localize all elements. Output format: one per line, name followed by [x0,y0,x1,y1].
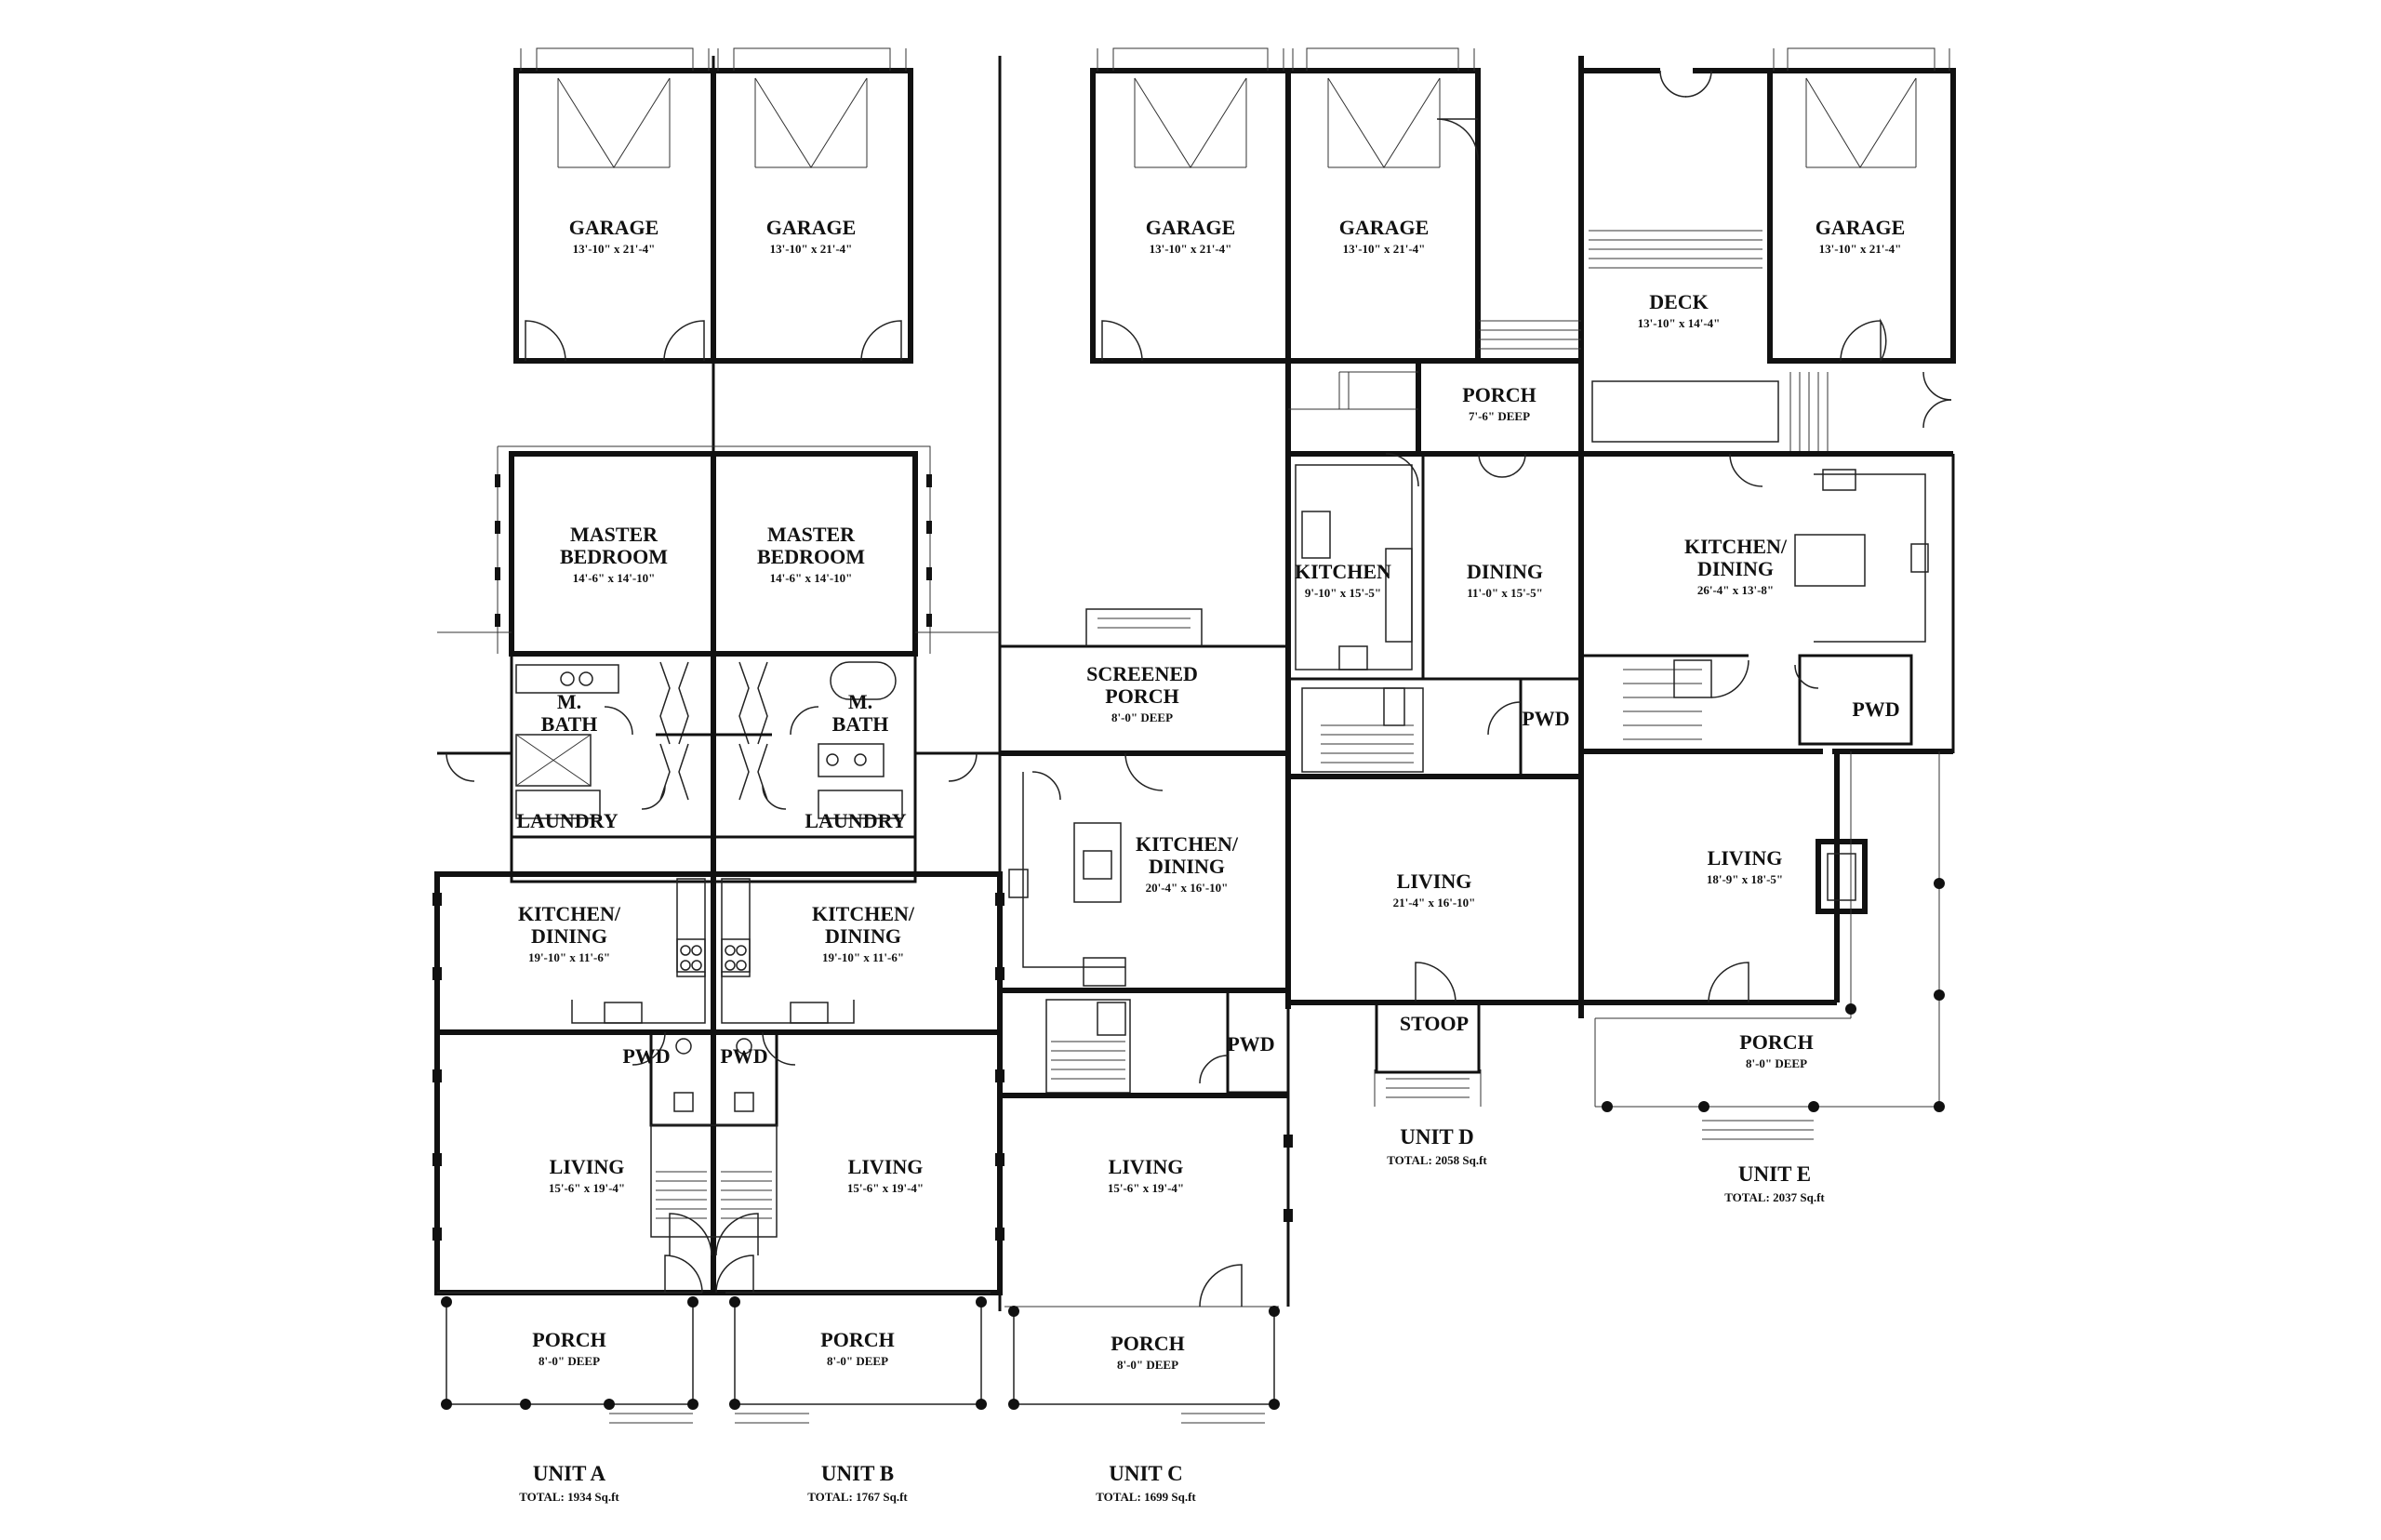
room-dimension: 11'-0" x 15'-5" [1467,586,1543,600]
room-dimension: 18'-9" x 18'-5" [1707,872,1783,886]
room-dimension: 19'-10" x 11'-6" [528,950,610,964]
room-dimension: 8'-0" DEEP [539,1354,600,1368]
room-label: DINING [531,924,607,948]
deck [1581,68,1952,456]
room-label: BEDROOM [757,545,865,568]
room-labels: GARAGE 13'-10" x 21'-4" GARAGE 13'-10" x 21… [516,216,1905,1372]
room-dimension: 8'-0" DEEP [1746,1056,1807,1070]
room-label: PWD [1227,1032,1274,1055]
room-label: GARAGE [1146,216,1236,239]
room-label: DINING [1467,560,1543,583]
unit-c-body [998,608,1293,1308]
room-label: LIVING [1397,870,1472,893]
garage-a [513,47,716,364]
porch-d-rear [1288,320,1584,457]
room-dimension: 7'-6" DEEP [1469,409,1530,423]
room-dimension: 13'-10" x 14'-4" [1638,316,1721,330]
unit-name: UNIT B [821,1462,894,1485]
room-label: BATH [832,712,889,736]
room-dimension: 8'-0" DEEP [1111,710,1173,724]
unit-name: UNIT D [1400,1125,1473,1148]
room-dimension: 14'-6" x 14'-10" [573,571,656,585]
room-label: PORCH [532,1328,605,1351]
unit-total: TOTAL: 1934 Sq.ft [519,1490,619,1504]
room-label: PORCH [1462,383,1536,406]
garage-b [711,47,913,364]
kitchens-ab [432,871,1004,1035]
porches-abc [437,1292,1280,1424]
room-label: LIVING [1109,1155,1184,1178]
room-label: DECK [1649,290,1709,313]
unit-total: TOTAL: 1699 Sq.ft [1096,1490,1196,1504]
room-dimension: 21'-4" x 16'-10" [1393,896,1476,909]
room-dimension: 20'-4" x 16'-10" [1146,881,1229,895]
room-label: PORCH [1739,1030,1813,1054]
room-label: MASTER [767,523,856,546]
unit-name: UNIT E [1738,1162,1811,1186]
room-label: LIVING [848,1155,924,1178]
unit-total: TOTAL: 1767 Sq.ft [807,1490,908,1504]
room-label: M. [848,690,872,713]
room-label: GARAGE [1816,216,1906,239]
unit-e-body [1581,451,1955,1140]
room-label: KITCHEN/ [1684,535,1788,558]
room-label: PWD [1522,707,1569,730]
room-dimension: 9'-10" x 15'-5" [1305,586,1381,600]
room-label: GARAGE [1339,216,1430,239]
room-label: GARAGE [766,216,857,239]
room-label: LAUNDRY [516,809,618,832]
garage-d [1285,47,1481,364]
room-label: DINING [1697,557,1774,580]
unit-total: TOTAL: 2037 Sq.ft [1724,1190,1825,1204]
room-label: SCREENED [1086,662,1198,685]
unit-d-body [1288,451,1583,1107]
unit-labels: UNIT A TOTAL: 1934 Sq.ft UNIT B TOTAL: 1767… [519,1125,1825,1504]
room-label: PWD [622,1044,670,1068]
room-dimension: 13'-10" x 21'-4" [1343,242,1426,256]
room-label: PORCH [1105,684,1178,708]
room-label: DINING [1149,855,1225,878]
room-dimension: 13'-10" x 21'-4" [1150,242,1232,256]
room-label: LIVING [550,1155,625,1178]
room-dimension: 19'-10" x 11'-6" [822,950,904,964]
room-label: PWD [720,1044,767,1068]
room-label: LAUNDRY [805,809,906,832]
room-dimension: 13'-10" x 21'-4" [770,242,853,256]
room-label: BEDROOM [560,545,668,568]
room-label: KITCHEN/ [518,902,621,925]
room-label: BATH [541,712,598,736]
room-dimension: 8'-0" DEEP [1117,1358,1178,1372]
unit-total: TOTAL: 2058 Sq.ft [1387,1153,1487,1167]
room-dimension: 13'-10" x 21'-4" [573,242,656,256]
room-label: KITCHEN/ [1136,832,1239,856]
room-label: KITCHEN/ [812,902,915,925]
unit-name: UNIT C [1109,1462,1182,1485]
room-dimension: 15'-6" x 19'-4" [549,1181,625,1195]
room-label: PWD [1852,697,1899,721]
unit-name: UNIT A [533,1462,606,1485]
room-dimension: 14'-6" x 14'-10" [770,571,853,585]
garage-c [1090,47,1291,364]
baths-laundry [437,631,1000,883]
room-label: DINING [825,924,901,948]
garage-e [1767,47,1956,364]
room-label: PORCH [820,1328,894,1351]
room-dimension: 8'-0" DEEP [827,1354,888,1368]
room-label: GARAGE [569,216,659,239]
room-label: LIVING [1708,846,1783,870]
room-dimension: 15'-6" x 19'-4" [1108,1181,1184,1195]
room-label: M. [557,690,581,713]
room-dimension: 15'-6" x 19'-4" [847,1181,924,1195]
room-label: KITCHEN [1295,560,1391,583]
room-dimension: 13'-10" x 21'-4" [1819,242,1902,256]
room-label: MASTER [570,523,658,546]
room-dimension: 26'-4" x 13'-8" [1697,583,1774,597]
room-label: PORCH [1111,1332,1184,1355]
living-ab [432,1029,1004,1295]
room-label: STOOP [1400,1012,1469,1035]
